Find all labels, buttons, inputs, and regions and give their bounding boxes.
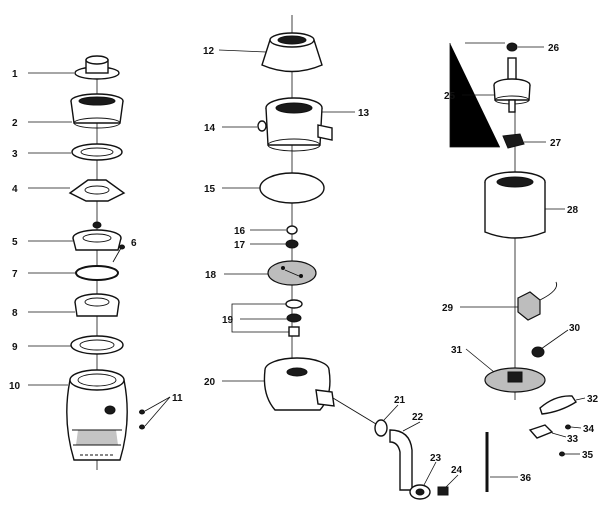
label-6: 6: [131, 238, 137, 249]
label-10: 10: [9, 381, 21, 392]
part-26-nut: [506, 42, 518, 52]
part-12-cone: [261, 32, 323, 73]
part-22-elbow: [389, 429, 413, 491]
label-8: 8: [12, 308, 18, 319]
part-8-cushion-mount: [74, 293, 120, 317]
part-35-screw: [559, 451, 565, 457]
part-13-upper-housing: [265, 97, 333, 152]
part-1-stopper: [74, 55, 120, 80]
label-28: 28: [567, 205, 579, 216]
label-9: 9: [12, 342, 18, 353]
label-35: 35: [582, 450, 594, 461]
label-36: 36: [520, 473, 532, 484]
label-15: 15: [204, 184, 216, 195]
label-24: 24: [451, 465, 463, 476]
part-21-gasket: [374, 419, 388, 437]
label-33: 33: [567, 434, 579, 445]
label-32: 32: [587, 394, 599, 405]
part-16-nut: [286, 225, 298, 235]
label-22: 22: [412, 412, 424, 423]
label-30: 30: [569, 323, 581, 334]
label-31: 31: [451, 345, 463, 356]
part-3-gasket: [71, 143, 123, 161]
part-9-clamp: [70, 335, 124, 355]
part-10-shell: [66, 369, 128, 461]
label-21: 21: [394, 395, 406, 406]
label-29: 29: [442, 303, 454, 314]
part-20-lower-housing: [263, 357, 335, 411]
part-4-backup-flange: [68, 179, 126, 202]
part-2-sink-flange: [70, 93, 124, 129]
part-33-plate: [528, 424, 554, 439]
part-28-stator: [484, 171, 546, 239]
label-11: 11: [172, 393, 183, 404]
label-7: 7: [12, 269, 18, 280]
part-31-end-bell: [484, 367, 546, 393]
label-34: 34: [583, 424, 595, 435]
label-3: 3: [12, 149, 18, 160]
label-18: 18: [205, 270, 217, 281]
part-23-flange: [409, 484, 431, 500]
part-18-turntable: [267, 260, 317, 286]
part-7-snap-ring: [75, 265, 119, 281]
part-14-fitting: [257, 120, 267, 132]
label-25: 25: [444, 91, 456, 102]
part-24-bolt: [437, 486, 449, 496]
part-15-gasket: [259, 172, 325, 204]
label-20: 20: [204, 377, 216, 388]
part-6-screw: [112, 244, 125, 263]
label-5: 5: [12, 237, 18, 248]
part-30-plug: [531, 346, 545, 358]
leader-lines: [28, 46, 586, 488]
label-16: 16: [234, 226, 246, 237]
label-26: 26: [548, 43, 560, 54]
label-13: 13: [358, 108, 370, 119]
label-14: 14: [204, 123, 216, 134]
part-5-mounting-ring: [72, 221, 122, 251]
part-29-switch: [517, 281, 558, 321]
label-1: 1: [12, 69, 18, 80]
label-27: 27: [550, 138, 562, 149]
label-23: 23: [430, 453, 442, 464]
part-32-cover-plate: [539, 395, 577, 415]
part-19-seal-set: [285, 299, 303, 337]
label-19: 19: [222, 315, 234, 326]
label-4: 4: [12, 184, 18, 195]
part-11-screws: [139, 409, 145, 430]
outlet-guide-line: [332, 397, 377, 425]
part-17-washer: [285, 239, 299, 249]
label-17: 17: [234, 240, 246, 251]
label-12: 12: [203, 46, 215, 57]
part-34-screw: [565, 424, 571, 430]
part-number-labels: 1 2 3 4 5 6 7 8 9 10 11 12 13 14 15 16 1…: [9, 43, 599, 484]
label-2: 2: [12, 118, 18, 129]
part-25-rotor: [493, 57, 531, 113]
part-27-bracket: [502, 133, 525, 149]
